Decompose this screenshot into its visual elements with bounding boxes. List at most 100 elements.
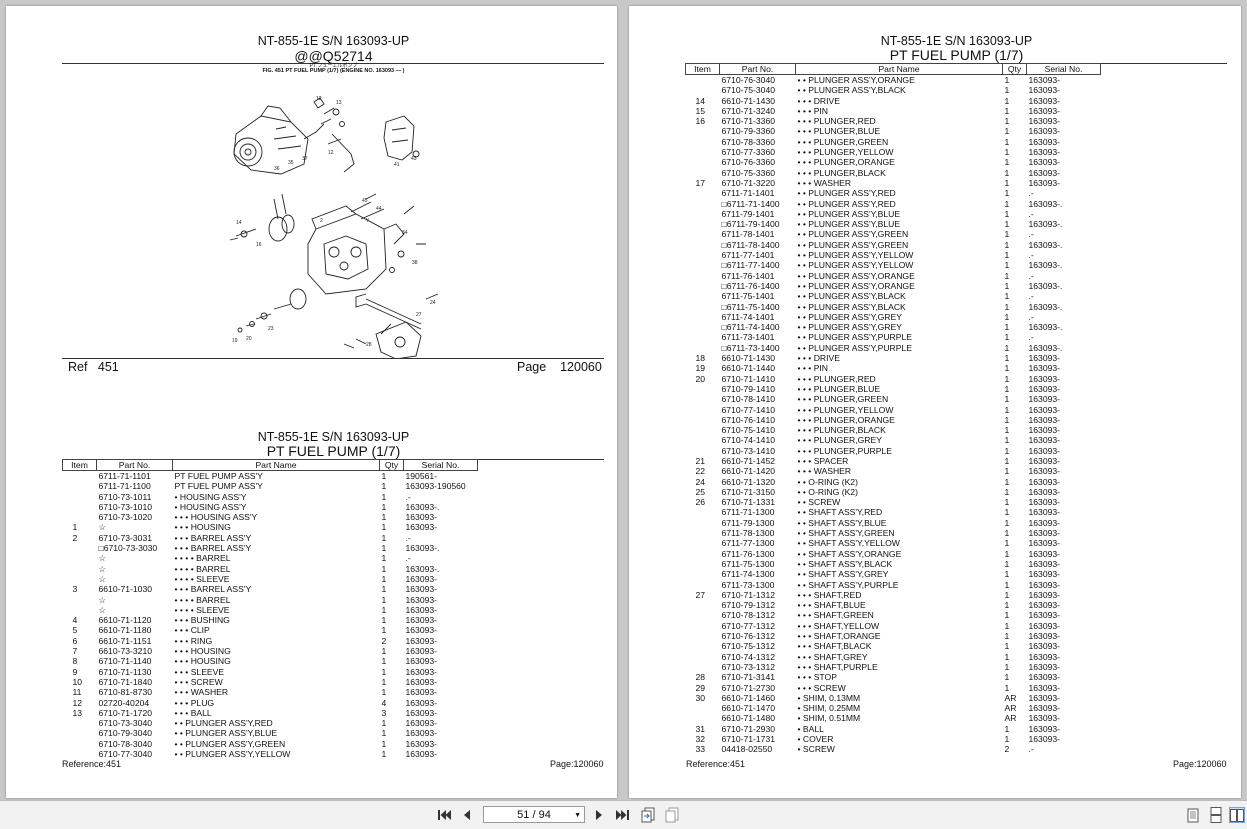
chevron-down-icon[interactable]: ▼ [574, 812, 581, 819]
back-view-icon[interactable] [640, 807, 656, 823]
continuous-page-icon[interactable] [1208, 807, 1224, 823]
next-page-icon[interactable] [591, 807, 607, 823]
facing-pages-icon[interactable] [1229, 807, 1245, 823]
forward-view-icon[interactable] [664, 807, 680, 823]
last-page-icon[interactable] [614, 807, 630, 823]
single-page-icon[interactable] [1185, 807, 1201, 823]
page-number-input[interactable]: 51 / 94 ▼ [483, 806, 585, 823]
prev-page-icon[interactable] [459, 807, 475, 823]
